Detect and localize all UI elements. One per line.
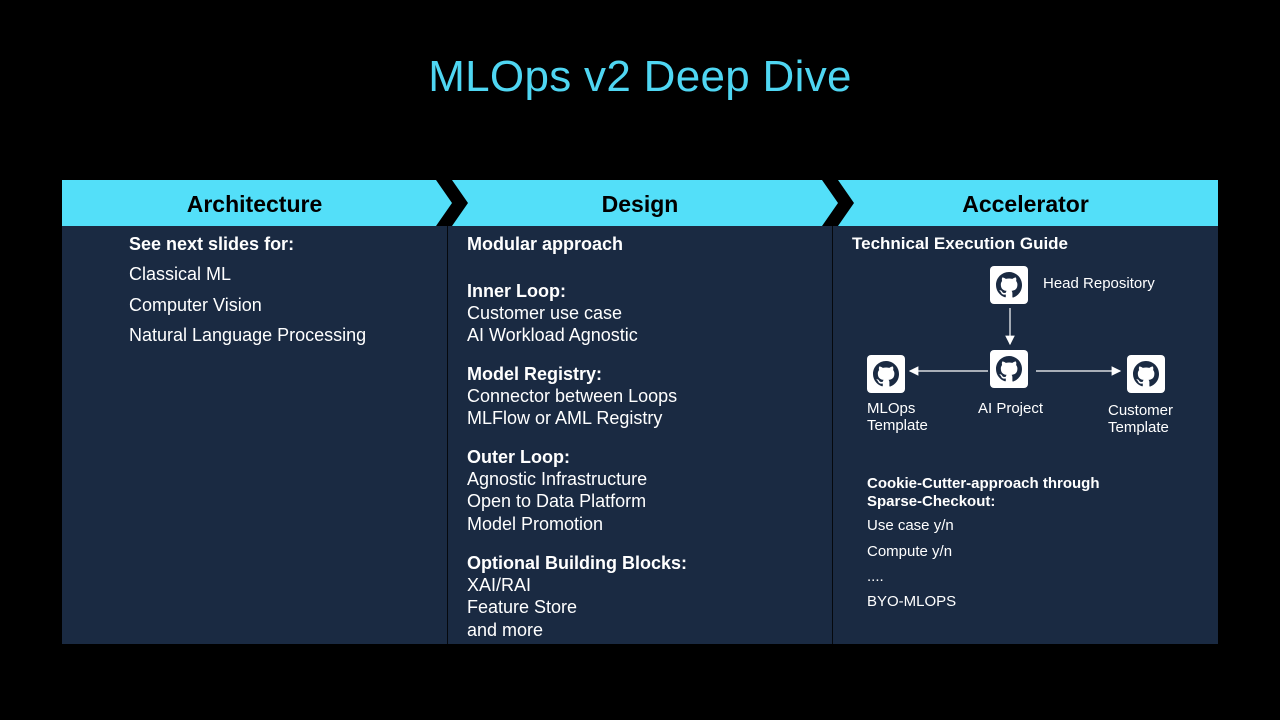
design-intro: Modular approach xyxy=(467,234,624,254)
section-line: Feature Store xyxy=(467,597,578,617)
chevron-right-icon xyxy=(436,180,468,226)
column-divider xyxy=(832,226,833,644)
head-repository-label: Head Repository xyxy=(1043,275,1155,292)
accelerator-intro: Technical Execution Guide xyxy=(852,234,1069,253)
cookie-line: Use case y/n xyxy=(867,517,954,534)
github-icon xyxy=(990,350,1028,388)
column-divider xyxy=(447,226,448,644)
section-line: MLFlow or AML Registry xyxy=(467,408,663,428)
column-header-design: Design xyxy=(601,191,679,217)
section-line: Open to Data Platform xyxy=(467,491,647,511)
section-heading: Inner Loop: xyxy=(467,281,566,301)
github-icon xyxy=(1127,355,1165,393)
architecture-intro: See next slides for: xyxy=(129,234,295,254)
github-icon xyxy=(867,355,905,393)
column-header-accelerator: Accelerator xyxy=(962,191,1089,217)
cookie-cutter-heading: Sparse-Checkout: xyxy=(867,493,996,510)
section-line: Connector between Loops xyxy=(467,386,678,406)
list-item: Computer Vision xyxy=(129,295,262,315)
column-header-architecture: Architecture xyxy=(186,191,323,217)
cookie-line: Compute y/n xyxy=(867,543,953,560)
chevron-right-icon xyxy=(822,180,854,226)
section-line: AI Workload Agnostic xyxy=(467,325,638,345)
cookie-line: BYO-MLOPS xyxy=(867,593,957,610)
section-heading: Optional Building Blocks: xyxy=(467,553,687,573)
section-heading: Outer Loop: xyxy=(467,447,570,467)
github-icon xyxy=(990,266,1028,304)
section-line: Customer use case xyxy=(467,303,623,323)
section-heading: Model Registry: xyxy=(467,364,603,384)
slide-title: MLOps v2 Deep Dive xyxy=(428,52,852,101)
list-item: Natural Language Processing xyxy=(129,325,367,345)
section-line: Agnostic Infrastructure xyxy=(467,469,648,489)
cookie-line: .... xyxy=(867,568,884,585)
section-line: and more xyxy=(467,620,544,640)
panel-architecture xyxy=(62,226,447,644)
list-item: Classical ML xyxy=(129,264,232,284)
customer-template-label: Template xyxy=(1108,419,1169,436)
header-bar xyxy=(62,180,1218,226)
ai-project-label: AI Project xyxy=(978,400,1044,417)
section-line: Model Promotion xyxy=(467,514,604,534)
customer-template-label: Customer xyxy=(1108,402,1174,419)
panel-design xyxy=(448,226,832,644)
mlops-template-label: Template xyxy=(867,417,928,434)
cookie-cutter-heading: Cookie-Cutter-approach through xyxy=(867,475,1100,492)
mlops-template-label: MLOps xyxy=(867,400,916,417)
section-line: XAI/RAI xyxy=(467,575,532,595)
